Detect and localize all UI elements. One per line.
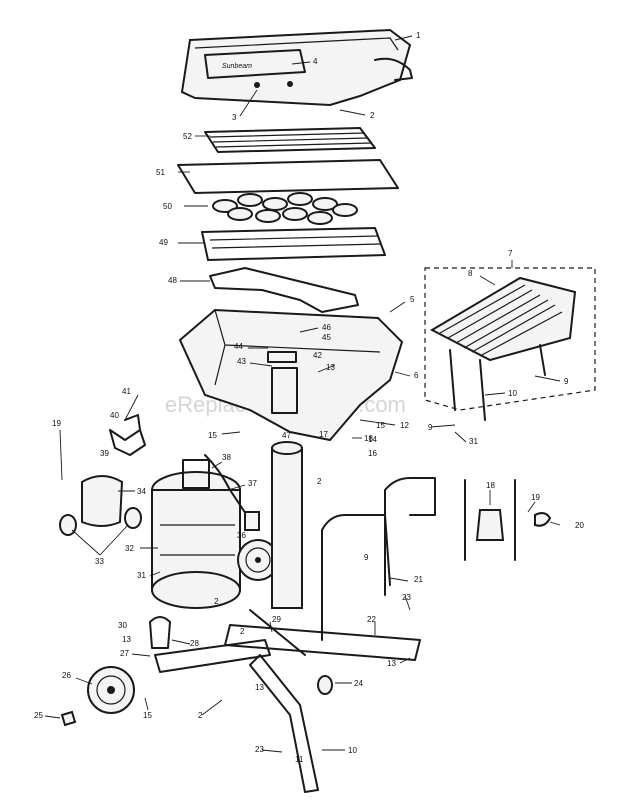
label-11: 11: [295, 755, 304, 764]
label-13b: 13: [122, 635, 131, 644]
label-9c: 9: [364, 553, 369, 562]
label-15b: 15: [376, 421, 385, 430]
label-12: 12: [400, 421, 409, 430]
label-22: 22: [367, 615, 376, 624]
leg-detail-inset: [464, 479, 552, 561]
side-shelf-assembly: [424, 267, 596, 421]
label-39: 39: [100, 449, 109, 458]
label-46: 46: [322, 323, 331, 332]
label-32: 32: [125, 544, 134, 553]
label-42: 42: [313, 351, 322, 360]
leg-cap: [317, 675, 333, 695]
label-19a: 19: [52, 419, 61, 428]
base-frame: [154, 609, 421, 793]
label-7: 7: [508, 249, 513, 258]
label-37: 37: [248, 479, 257, 488]
lava-briquettes: [212, 192, 358, 225]
label-31b: 31: [469, 437, 478, 446]
label-5: 5: [410, 295, 415, 304]
label-3: 3: [232, 113, 237, 122]
label-40: 40: [110, 411, 119, 420]
label-30: 30: [118, 621, 127, 630]
lid-brand: Sunbeam: [222, 63, 252, 70]
label-9a: 9: [564, 377, 569, 386]
label-21: 21: [414, 575, 423, 584]
label-14: 14: [368, 435, 377, 444]
cart-frame-tube: [384, 477, 436, 596]
label-10b: 10: [348, 746, 357, 755]
label-18a: 18: [364, 434, 373, 443]
tank-shield: [81, 475, 124, 527]
label-20: 20: [575, 521, 584, 530]
center-post: [271, 441, 303, 609]
briquette-grate: [201, 227, 386, 261]
label-13d: 13: [255, 683, 264, 692]
label-48: 48: [168, 276, 177, 285]
label-2d: 2: [198, 711, 203, 720]
label-31a: 31: [137, 571, 146, 580]
label-6: 6: [414, 371, 419, 380]
label-24: 24: [354, 679, 363, 688]
label-23a: 23: [402, 593, 411, 602]
label-49: 49: [159, 238, 168, 247]
label-9b: 9: [428, 423, 433, 432]
label-43: 43: [237, 357, 246, 366]
lid: Sunbeam: [180, 28, 413, 107]
label-26: 26: [62, 671, 71, 680]
label-2: 2: [370, 111, 375, 120]
axle-cap: [60, 710, 77, 727]
part-number-labels: 1 2 3 4 5 6 7 8 9 9 10 12 13 14 15 15 17…: [34, 31, 584, 764]
label-15c: 15: [143, 711, 152, 720]
leader-lines: [44, 35, 561, 753]
label-23b: 23: [255, 745, 264, 754]
label-10: 10: [508, 389, 517, 398]
label-8: 8: [468, 269, 473, 278]
cart-handle-tube: [321, 514, 391, 641]
propane-tank: [151, 459, 241, 609]
tank-knob-right: [124, 507, 142, 529]
label-17: 17: [319, 430, 328, 439]
firebox: [178, 308, 404, 442]
label-13a: 13: [326, 363, 335, 372]
label-45: 45: [322, 333, 331, 342]
warming-rack: [204, 127, 376, 153]
gas-valve-assembly: [109, 414, 146, 456]
label-52: 52: [183, 132, 192, 141]
label-51: 51: [156, 168, 165, 177]
regulator: [244, 511, 260, 531]
burner: [209, 267, 359, 313]
tank-wheel: [237, 539, 279, 581]
label-28: 28: [190, 639, 199, 648]
label-13c: 13: [387, 659, 396, 668]
label-18b: 18: [486, 481, 495, 490]
label-19b: 19: [531, 493, 540, 502]
label-2c: 2: [240, 627, 245, 636]
label-27: 27: [120, 649, 129, 658]
label-4: 4: [313, 57, 318, 66]
label-33: 33: [95, 557, 104, 566]
label-47: 47: [282, 431, 291, 440]
label-41: 41: [122, 387, 131, 396]
label-38: 38: [222, 453, 231, 462]
label-44: 44: [234, 342, 243, 351]
label-25: 25: [34, 711, 43, 720]
label-36: 36: [237, 531, 246, 540]
label-15a: 15: [208, 431, 217, 440]
label-2e: 2: [214, 597, 219, 606]
label-16: 16: [368, 449, 377, 458]
label-34: 34: [137, 487, 146, 496]
label-1: 1: [416, 31, 421, 40]
tank-bracket: [149, 616, 171, 649]
cooking-grid: [177, 159, 399, 194]
cart-wheel: [87, 666, 135, 714]
label-29: 29: [272, 615, 281, 624]
label-50: 50: [163, 202, 172, 211]
label-2b: 2: [317, 477, 322, 486]
